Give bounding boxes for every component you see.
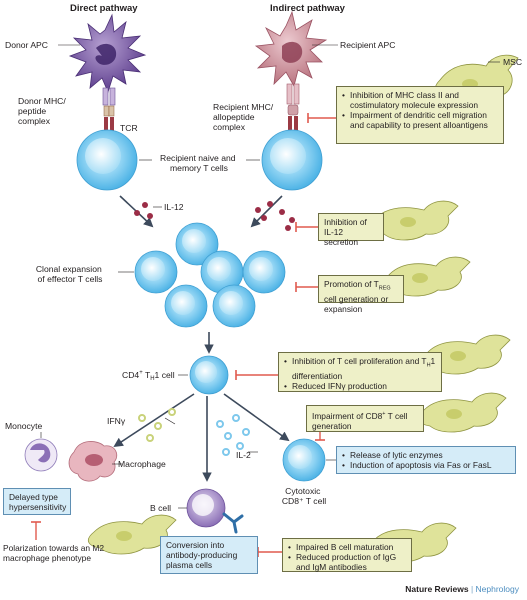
monocyte-cell: [24, 438, 58, 472]
m2-polarization-text-box: Polarization towards an M2 macrophage ph…: [3, 541, 113, 571]
clonal-expansion-label: Clonal expansion of effector T cells: [36, 264, 104, 284]
cytotoxic-cd8-label: Cytotoxic CD8⁺ T cell: [282, 486, 326, 506]
cd8-t-cell: [282, 438, 326, 482]
il12-inhibition-text: Inhibition of IL-12 secretion: [324, 217, 367, 247]
apoptosis-item: Induction of apoptosis via Fas or FasL: [342, 460, 510, 470]
effector-t-cell: [164, 284, 208, 328]
dth-text: Delayed type hypersensitivity: [9, 492, 67, 512]
recipient-apc-label: Recipient APC: [340, 40, 395, 50]
tcr-label: TCR: [120, 123, 138, 133]
effector-t-cell: [242, 250, 286, 294]
footer-separator: |: [468, 584, 476, 594]
b-cell-label: B cell: [150, 503, 171, 513]
effector-t-cell: [200, 250, 244, 294]
msc-cell-il12: [371, 200, 459, 241]
antibody-reduction-item: Reduced production of IgG and IgM antibo…: [288, 552, 406, 572]
th1-to-macrophage-arrow: [113, 393, 195, 448]
msc-cell-cd8: [417, 392, 507, 433]
macrophage-label: Macrophage: [118, 459, 166, 469]
donor-mhc-tcr: [102, 87, 116, 137]
mhc-inhibition-item: Inhibition of MHC class II and costimula…: [342, 90, 498, 110]
indirect-arrow: [250, 195, 283, 228]
plasma-cell-box: Conversion into antibody-producing plasm…: [160, 536, 258, 574]
th1-to-cd8-arrow: [223, 393, 290, 442]
plasma-cell-text: Conversion into antibody-producing plasm…: [166, 540, 238, 570]
effector-t-cell: [134, 250, 178, 294]
dc-impairment-item: Impairment of dendritic cell migration a…: [342, 110, 498, 130]
treg-promotion-box: Promotion of TREG cell generation or exp…: [318, 275, 404, 314]
b-maturation-item: Impaired B cell maturation: [288, 542, 406, 552]
recipient-apc-cell: [254, 10, 328, 88]
ifn-gamma-label: IFNγ: [107, 416, 126, 426]
journal-section: Nephrology: [475, 584, 519, 594]
lytic-enzymes-item: Release of lytic enzymes: [342, 450, 510, 460]
effector-t-cell: [212, 284, 256, 328]
journal-name: Nature Reviews: [405, 584, 469, 594]
journal-footer: Nature Reviews | Nephrology: [405, 584, 519, 594]
il12-label: IL-12: [164, 202, 184, 212]
il2-molecules: [216, 414, 250, 456]
clonal-expansion-cluster: [134, 222, 286, 328]
donor-side-t-cell: [76, 129, 138, 191]
il12-inhibition-box: Inhibition of IL-12 secretion: [318, 213, 384, 247]
macrophage-cell: [68, 441, 118, 482]
donor-mhc-label: Donor MHC/ peptide complex: [18, 96, 68, 126]
cd8-impairment-box: Impairment of CD8+ T cell generation: [306, 405, 424, 432]
cd4-th1-cell: [189, 355, 229, 395]
b-cell: [186, 488, 244, 534]
recipient-side-t-cell: [261, 129, 323, 191]
effector-t-cell: [175, 222, 219, 266]
donor-apc-cell: [68, 13, 147, 94]
mhc-inhibition-box: Inhibition of MHC class II and costimula…: [336, 86, 504, 144]
cd8-impairment-text: Impairment of CD8+ T cell generation: [312, 410, 408, 431]
monocyte-label: Monocyte: [5, 421, 42, 431]
cd8-effects-box: Release of lytic enzymes Induction of ap…: [336, 446, 516, 474]
ifn-gamma-molecules: [138, 408, 176, 442]
recipient-mhc-tcr: [286, 83, 300, 138]
recipient-mhc-label: Recipient MHC/ allopeptide complex: [213, 102, 276, 132]
naive-t-cells-label: Recipient naive and memory T cells: [160, 153, 238, 173]
direct-pathway-header: Direct pathway: [70, 3, 138, 14]
il2-label: IL-2: [236, 450, 251, 460]
ifn-reduction-item: Reduced IFNγ production: [284, 381, 436, 391]
msc-cell-treg: [381, 256, 471, 297]
msc-cell-m2: [87, 514, 177, 555]
th1-proliferation-item: Inhibition of T cell proliferation and T…: [284, 356, 436, 381]
il12-molecules: [134, 201, 295, 231]
msc-label: MSC: [503, 57, 522, 67]
dth-box: Delayed type hypersensitivity: [3, 488, 71, 515]
indirect-pathway-header: Indirect pathway: [270, 3, 346, 14]
treg-promotion-text: Promotion of TREG cell generation or exp…: [324, 279, 391, 314]
m2-polarization-text: Polarization towards an M2 macrophage ph…: [3, 543, 105, 563]
donor-apc-label: Donor APC: [5, 40, 48, 50]
cd4-th1-label: CD4+ TH1 cell: [122, 370, 175, 382]
th1-inhibition-box: Inhibition of T cell proliferation and T…: [278, 352, 442, 392]
bcell-effects-box: Impaired B cell maturation Reduced produ…: [282, 538, 412, 572]
